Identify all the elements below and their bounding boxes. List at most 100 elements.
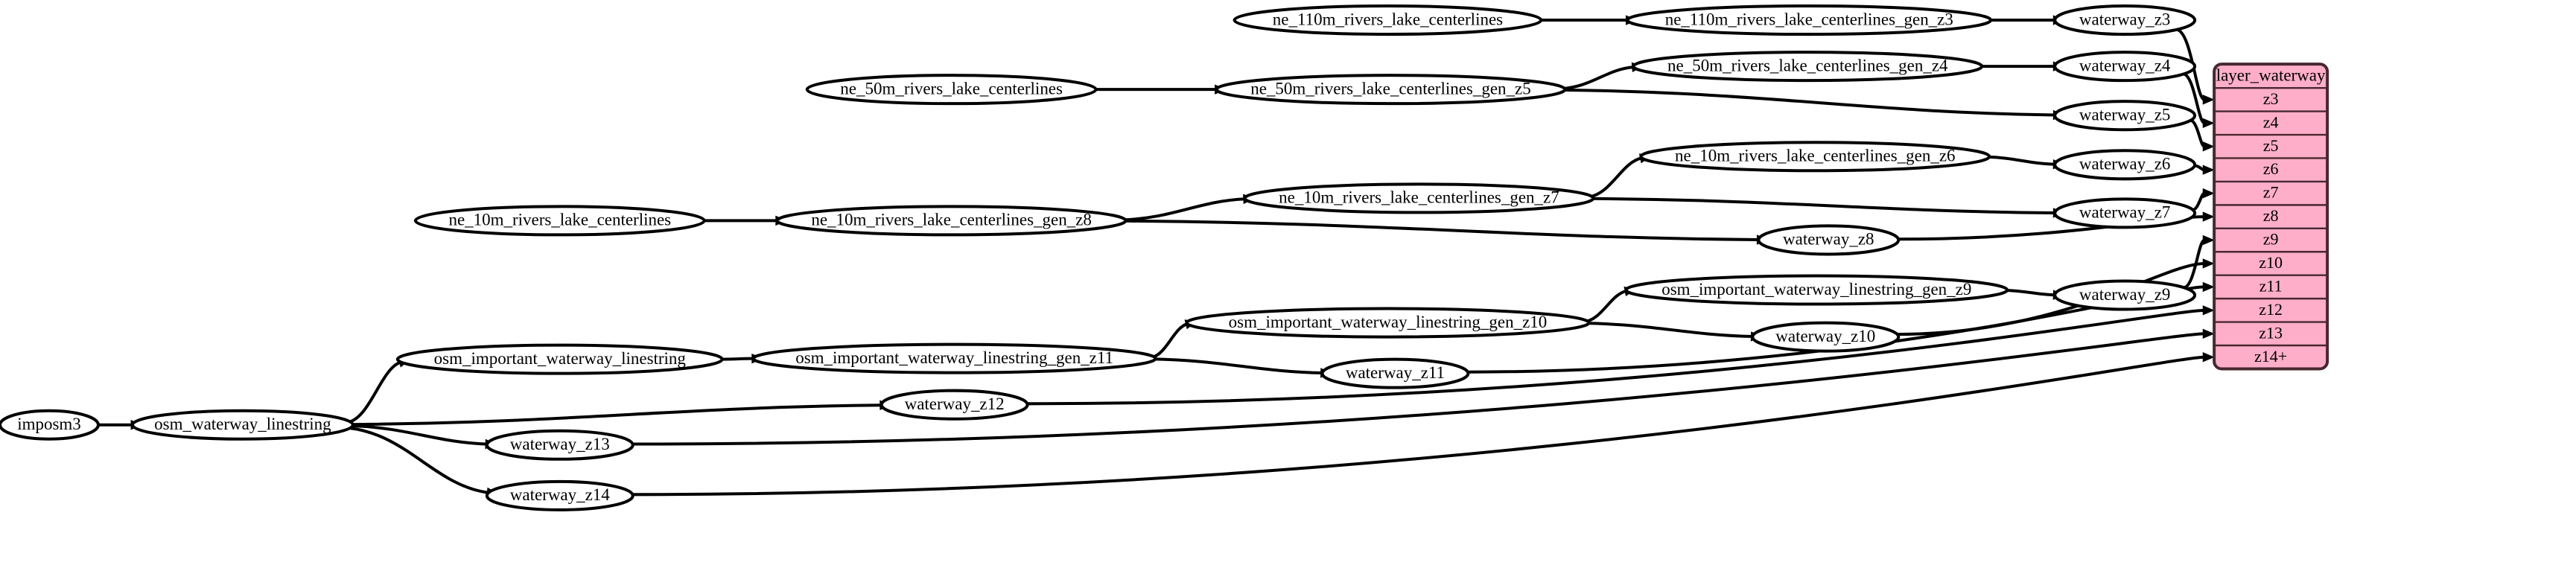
graph-node-osm_important_waterway_linestring_gen_z11[interactable]: [751, 342, 1157, 374]
graph-node-label-osm_important_waterway_linestring: osm_important_waterway_linestring: [434, 348, 687, 368]
graph-edge-osm_important_waterway_linestring_gen_z9--to--waterway_z9: [2004, 288, 2055, 297]
graph-node-label-waterway_z8: waterway_z8: [1783, 229, 1874, 249]
graph-node-waterway_z13[interactable]: [485, 429, 635, 461]
graph-node-ne_10m_rivers_lake_centerlines[interactable]: [413, 205, 706, 237]
graph-node-label-imposm3: imposm3: [17, 414, 81, 433]
graph-edge-ne_10m_rivers_lake_centerlines_gen_z8--to--waterway_z8: [1122, 219, 1759, 242]
graph-edge-osm_waterway_linestring--to--osm_important_waterway_linestring: [348, 360, 402, 424]
graph-edge-osm_important_waterway_linestring_gen_z10--to--osm_important_waterway_linestring_gen_z9: [1585, 289, 1627, 324]
graph-edge-ne_50m_rivers_lake_centerlines_gen_z5--to--ne_50m_rivers_lake_centerlines_gen_z4: [1562, 66, 1634, 91]
edge-arrowhead: [2202, 188, 2215, 199]
graph-node-ne_110m_rivers_lake_centerlines[interactable]: [1233, 4, 1543, 36]
graph-edge-waterway_z14--to--layer_waterway_z14_: [631, 355, 2205, 497]
graph-node-ne_10m_rivers_lake_centerlines_gen_z8[interactable]: [775, 205, 1128, 237]
record-table-layer: layer_waterway z3 z4 z5 z6 z7 z8 z9 z10 z11 z12 z13…: [2213, 63, 2329, 371]
graph-node-ne_50m_rivers_lake_centerlines_gen_z5[interactable]: [1215, 74, 1567, 106]
record-row-z8[interactable]: z8: [2263, 206, 2279, 225]
record-row-z14+[interactable]: z14+: [2254, 347, 2287, 366]
graph-node-label-waterway_z10: waterway_z10: [1775, 326, 1875, 345]
graph-node-ne_10m_rivers_lake_centerlines_gen_z7[interactable]: [1243, 182, 1595, 214]
graph-edge-waterway_z12--to--layer_waterway_z12: [1025, 308, 2205, 406]
graph-node-label-osm_important_waterway_linestring_gen_z11: osm_important_waterway_linestring_gen_z1…: [795, 348, 1113, 367]
edge-arrowhead: [2202, 95, 2215, 105]
graph-node-label-ne_10m_rivers_lake_centerlines: ne_10m_rivers_lake_centerlines: [448, 210, 671, 229]
nodes-layer: imposm3 osm_waterway_linestring osm_import…: [0, 4, 2197, 511]
graph-node-waterway_z9[interactable]: [2053, 279, 2197, 311]
edge-arrowhead: [2202, 258, 2215, 269]
graph-node-label-waterway_z3: waterway_z3: [2079, 9, 2171, 28]
graph-node-ne_110m_rivers_lake_centerlines_gen_z3[interactable]: [1626, 4, 1993, 36]
graph-node-label-waterway_z11: waterway_z11: [1346, 363, 1445, 382]
graph-node-osm_waterway_linestring[interactable]: [130, 409, 354, 441]
edges-layer: [97, 15, 2215, 498]
graph-node-label-waterway_z9: waterway_z9: [2079, 284, 2171, 304]
graph-node-waterway_z12[interactable]: [880, 389, 1029, 421]
graph-edge-osm_important_waterway_linestring--to--osm_important_waterway_linestring_gen_z11: [719, 357, 754, 361]
edge-arrowhead: [2202, 281, 2215, 293]
edge-arrowhead: [2202, 165, 2215, 175]
graph-node-ne_10m_rivers_lake_centerlines_gen_z6[interactable]: [1639, 141, 1991, 173]
graph-node-waterway_z6[interactable]: [2053, 149, 2197, 181]
graph-node-label-ne_50m_rivers_lake_centerlines_gen_z4: ne_50m_rivers_lake_centerlines_gen_z4: [1667, 55, 1948, 74]
graph-node-label-ne_50m_rivers_lake_centerlines: ne_50m_rivers_lake_centerlines: [840, 78, 1063, 98]
graph-node-label-waterway_z14: waterway_z14: [510, 485, 610, 504]
edge-arrowhead: [2202, 352, 2215, 363]
graph-edge-ne_10m_rivers_lake_centerlines_gen_z8--to--ne_10m_rivers_lake_centerlines_gen_z7: [1122, 197, 1245, 222]
graph-node-waterway_z14[interactable]: [485, 479, 635, 511]
record-row-z6[interactable]: z6: [2263, 159, 2279, 178]
graph-edge-osm_waterway_linestring--to--waterway_z14: [348, 426, 489, 494]
graph-node-label-waterway_z6: waterway_z6: [2079, 154, 2171, 173]
edge-arrowhead: [2202, 211, 2215, 222]
record-row-z7[interactable]: z7: [2263, 183, 2279, 202]
graph-edge-osm_important_waterway_linestring_gen_z10--to--waterway_z10: [1586, 322, 1753, 338]
graph-node-waterway_z3[interactable]: [2053, 4, 2197, 36]
graph-node-waterway_z8[interactable]: [1757, 224, 1901, 256]
graph-edge-waterway_z4--to--layer_waterway_z4: [2182, 72, 2206, 125]
graph-node-osm_important_waterway_linestring_gen_z10[interactable]: [1185, 307, 1591, 339]
graph-edge-ne_10m_rivers_lake_centerlines_gen_z7--to--waterway_z7: [1590, 197, 2055, 214]
graph-node-label-waterway_z4: waterway_z4: [2079, 55, 2171, 74]
edge-arrowhead: [2202, 234, 2215, 246]
graph-node-waterway_z7[interactable]: [2053, 197, 2197, 229]
record-row-z12[interactable]: z12: [2259, 300, 2283, 319]
graph-node-waterway_z5[interactable]: [2053, 100, 2197, 132]
graph-node-label-ne_10m_rivers_lake_centerlines_gen_z6: ne_10m_rivers_lake_centerlines_gen_z6: [1675, 146, 1956, 165]
graph-node-label-osm_waterway_linestring: osm_waterway_linestring: [154, 414, 331, 433]
edge-arrowhead: [2202, 305, 2215, 316]
record-header-label: layer_waterway: [2216, 65, 2326, 84]
graph-node-ne_50m_rivers_lake_centerlines[interactable]: [805, 74, 1098, 106]
graph-node-label-ne_10m_rivers_lake_centerlines_gen_z8: ne_10m_rivers_lake_centerlines_gen_z8: [811, 210, 1092, 229]
graph-edge-waterway_z7--to--layer_waterway_z7: [2191, 191, 2206, 212]
record-row-z11[interactable]: z11: [2259, 276, 2283, 295]
record-row-z3[interactable]: z3: [2263, 89, 2279, 108]
graph-node-osm_important_waterway_linestring_gen_z9[interactable]: [1624, 274, 2009, 306]
graph-node-waterway_z11[interactable]: [1320, 357, 1470, 389]
graph-edge-ne_10m_rivers_lake_centerlines_gen_z6--to--waterway_z6: [1986, 155, 2055, 166]
graph-node-imposm3[interactable]: [0, 409, 100, 441]
graph-edge-osm_important_waterway_linestring_gen_z11--to--waterway_z11: [1152, 357, 1323, 375]
graph-node-label-osm_important_waterway_linestring_gen_z10: osm_important_waterway_linestring_gen_z1…: [1229, 312, 1548, 331]
graph-node-label-ne_10m_rivers_lake_centerlines_gen_z7: ne_10m_rivers_lake_centerlines_gen_z7: [1279, 188, 1559, 207]
graph-node-ne_50m_rivers_lake_centerlines_gen_z4[interactable]: [1632, 51, 1984, 83]
graph-edge-osm_waterway_linestring--to--waterway_z12: [351, 403, 882, 427]
graph-node-label-waterway_z13: waterway_z13: [510, 434, 610, 453]
graph-edge-waterway_z5--to--layer_waterway_z5: [2189, 118, 2206, 148]
record-row-z13[interactable]: z13: [2259, 323, 2283, 342]
graph-edge-ne_50m_rivers_lake_centerlines_gen_z5--to--waterway_z5: [1562, 88, 2055, 117]
record-row-z10[interactable]: z10: [2259, 253, 2283, 272]
record-row-z9[interactable]: z9: [2263, 230, 2279, 249]
graph-edge-osm_waterway_linestring--to--waterway_z13: [351, 424, 488, 446]
graph-node-osm_important_waterway_linestring[interactable]: [395, 343, 724, 375]
graph-edge-osm_important_waterway_linestring_gen_z11--to--osm_important_waterway_linestring_gen_z10: [1151, 322, 1189, 360]
graph-node-waterway_z4[interactable]: [2053, 51, 2197, 83]
record-table-outline: [2213, 63, 2329, 371]
edge-arrowhead: [2202, 141, 2215, 152]
graph-edge-waterway_z13--to--layer_waterway_z13: [632, 332, 2205, 446]
record-row-z5[interactable]: z5: [2263, 136, 2279, 155]
edge-arrowhead: [2202, 328, 2215, 339]
record-row-z4[interactable]: z4: [2263, 112, 2279, 131]
graph-edge-ne_10m_rivers_lake_centerlines_gen_z7--to--ne_10m_rivers_lake_centerlines_gen_z6: [1589, 156, 1643, 199]
graph-node-waterway_z10[interactable]: [1751, 321, 1901, 353]
